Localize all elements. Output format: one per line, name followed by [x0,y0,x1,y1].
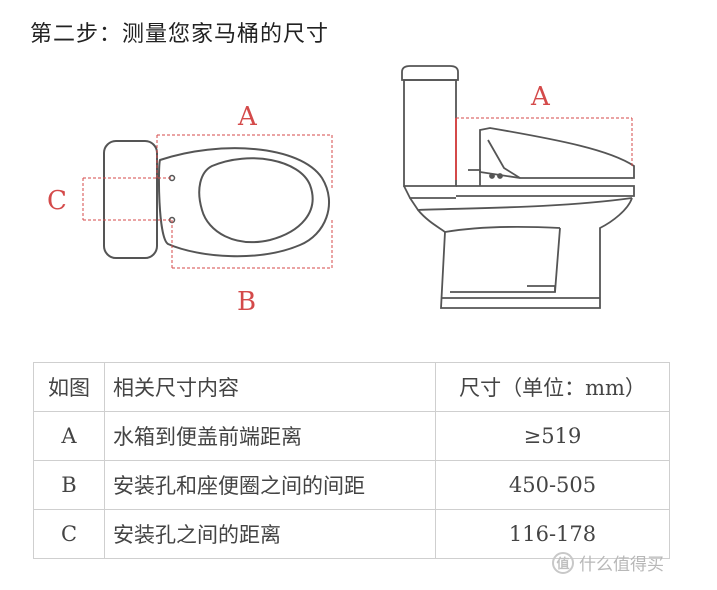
dim-b [171,220,333,269]
bowl-body [417,197,633,309]
row-description: 水箱到便盖前端距离 [104,411,436,461]
tank-lid [401,65,459,81]
watermark: 值 什么值得买 [552,550,664,575]
row-key: C [33,509,105,559]
spec-table: 如图 相关尺寸内容 尺寸（单位：mm） A 水箱到便盖前端距离 ≥519 B 安… [33,362,670,559]
seat-outer [157,147,331,258]
row-value: 116-178 [435,509,670,559]
table-row: B 安装孔和座便圈之间的间距 450-505 [33,460,670,510]
dim-a-top [156,134,333,190]
label-b: B [237,287,256,317]
toilet-diagram: A B C A [47,65,635,317]
table-row: A 水箱到便盖前端距离 ≥519 [33,411,670,461]
header-description: 相关尺寸内容 [104,362,436,412]
table-header-row: 如图 相关尺寸内容 尺寸（单位：mm） [33,362,670,412]
tank-body [403,79,457,187]
table-row: C 安装孔之间的距离 116-178 [33,509,670,559]
header-figure: 如图 [33,362,105,412]
row-key: B [33,460,105,510]
header-size: 尺寸（单位：mm） [435,362,670,412]
label-a-top: A [237,102,258,132]
row-value: 450-505 [435,460,670,510]
side-view [401,65,635,309]
tank-top-view [103,140,158,259]
label-a-side: A [530,82,551,112]
row-value: ≥519 [435,411,670,461]
watermark-text: 什么值得买 [579,555,664,575]
smart-seat [479,127,635,179]
row-description: 安装孔之间的距离 [104,509,436,559]
row-key: A [33,411,105,461]
label-c: C [47,186,67,216]
page-title: 第二步：测量您家马桶的尺寸 [30,22,330,47]
watermark-logo-icon: 值 [552,551,574,574]
top-view [103,140,331,259]
dim-a-side [455,117,633,180]
seat-inner [198,157,314,244]
dim-c [82,177,172,221]
row-description: 安装孔和座便圈之间的间距 [104,460,436,510]
bowl-rim [456,185,635,197]
